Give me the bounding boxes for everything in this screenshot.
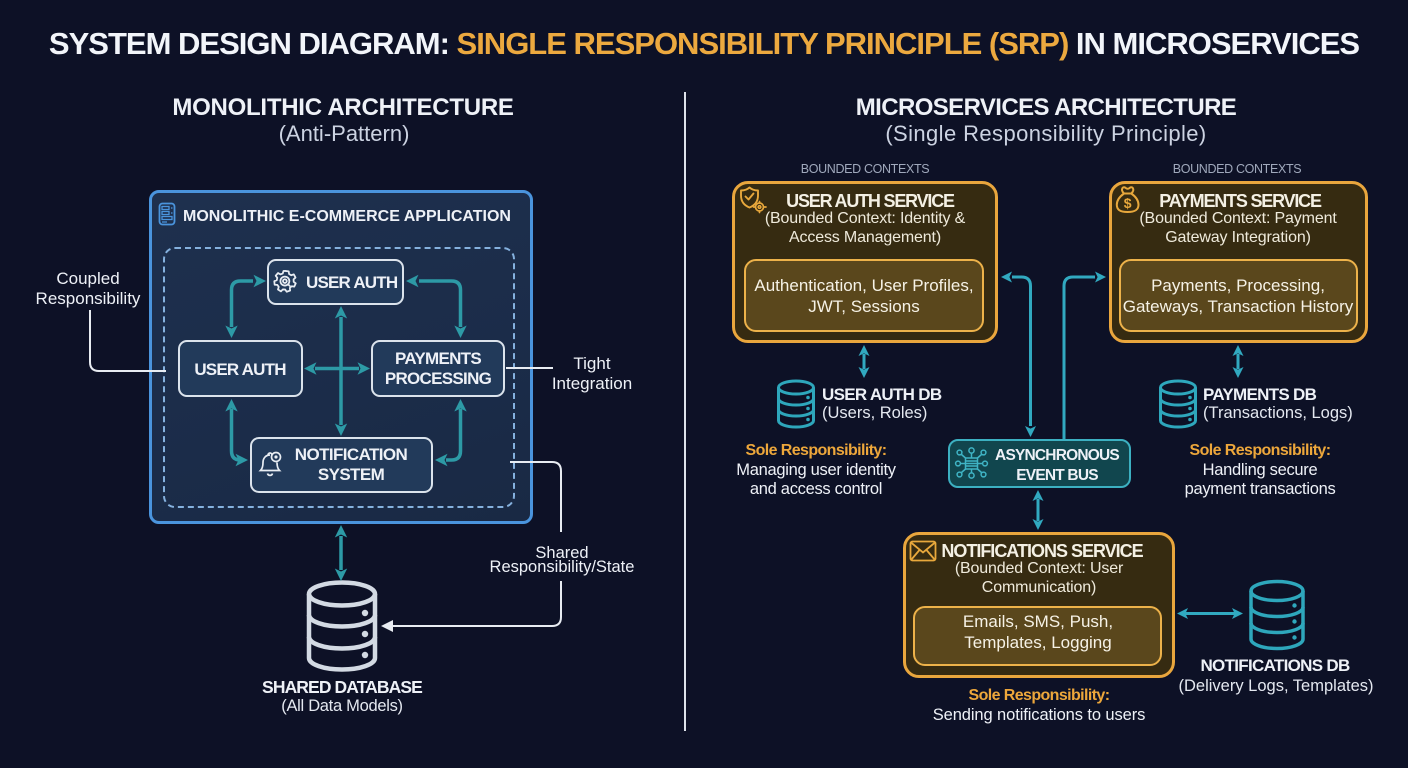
svg-text:$: $: [1124, 195, 1132, 211]
